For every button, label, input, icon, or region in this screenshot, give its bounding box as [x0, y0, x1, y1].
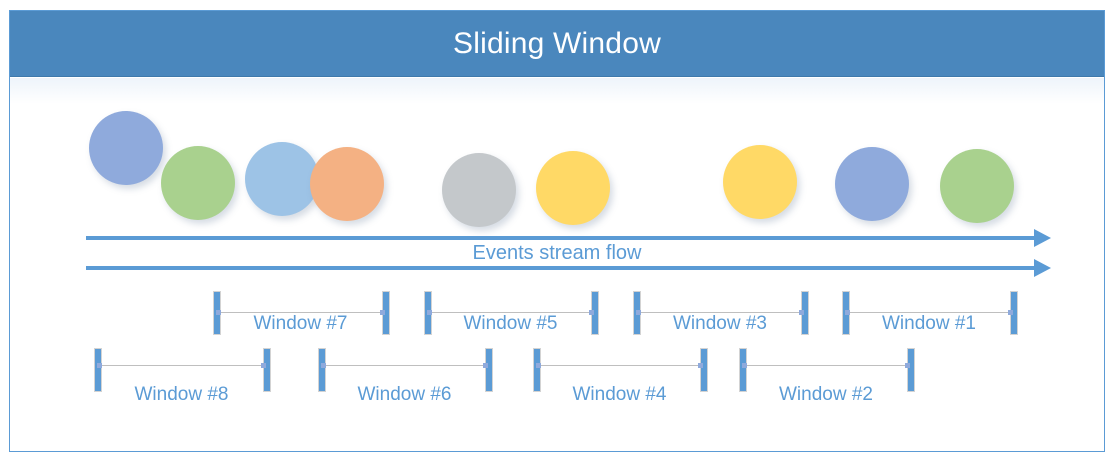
- diagram-header: Sliding Window: [10, 11, 1104, 77]
- window-6-start-tick: [318, 348, 326, 392]
- window-5-measure-line: [427, 310, 594, 315]
- window-2-label: Window #2: [779, 384, 873, 405]
- arrow-head-icon: [1034, 229, 1051, 247]
- arrow-shaft: [86, 236, 1034, 240]
- window-4-label: Window #4: [572, 384, 667, 405]
- event-circle-8: [835, 147, 909, 221]
- window-7-measure-line: [216, 310, 385, 315]
- event-circle-9: [940, 149, 1014, 223]
- window-3-measure-line: [636, 310, 804, 315]
- window-8-end-tick: [263, 348, 271, 392]
- window-1-label: Window #1: [882, 313, 976, 334]
- window-1-measure-line: [845, 310, 1013, 315]
- events-stream-arrow-bottom: [86, 259, 1051, 277]
- window-4-end-tick: [700, 348, 708, 392]
- arrow-shaft: [86, 266, 1034, 270]
- window-4-start-tick: [533, 348, 541, 392]
- window-6-measure-line: [321, 363, 488, 368]
- window-2-measure-line: [742, 363, 910, 368]
- window-5-label: Window #5: [463, 313, 558, 334]
- window-8-label: Window #8: [134, 384, 229, 405]
- window-8-measure-line: [97, 363, 266, 368]
- window-7-label: Window #7: [253, 313, 348, 334]
- window-3-label: Window #3: [673, 313, 767, 334]
- event-circle-6: [536, 151, 610, 225]
- window-2-start-tick: [739, 348, 747, 392]
- event-circle-1: [89, 111, 163, 185]
- window-6-label: Window #6: [357, 384, 452, 405]
- window-6-end-tick: [485, 348, 493, 392]
- page-title: Sliding Window: [453, 26, 661, 60]
- arrow-head-icon: [1034, 259, 1051, 277]
- event-circle-7: [723, 145, 797, 219]
- window-2-end-tick: [907, 348, 915, 392]
- diagram-card: Sliding Window Events stream flow Window…: [9, 10, 1105, 452]
- window-4-measure-line: [536, 363, 703, 368]
- events-stream-arrow-top: [86, 229, 1051, 247]
- event-circle-4: [310, 147, 384, 221]
- window-8-start-tick: [94, 348, 102, 392]
- events-stream-flow-label: Events stream flow: [466, 243, 648, 263]
- event-circle-2: [161, 146, 235, 220]
- diagram-body: Events stream flow Window #7 Window #5 Win…: [10, 78, 1104, 451]
- event-circle-5: [442, 153, 516, 227]
- event-circle-3: [245, 142, 319, 216]
